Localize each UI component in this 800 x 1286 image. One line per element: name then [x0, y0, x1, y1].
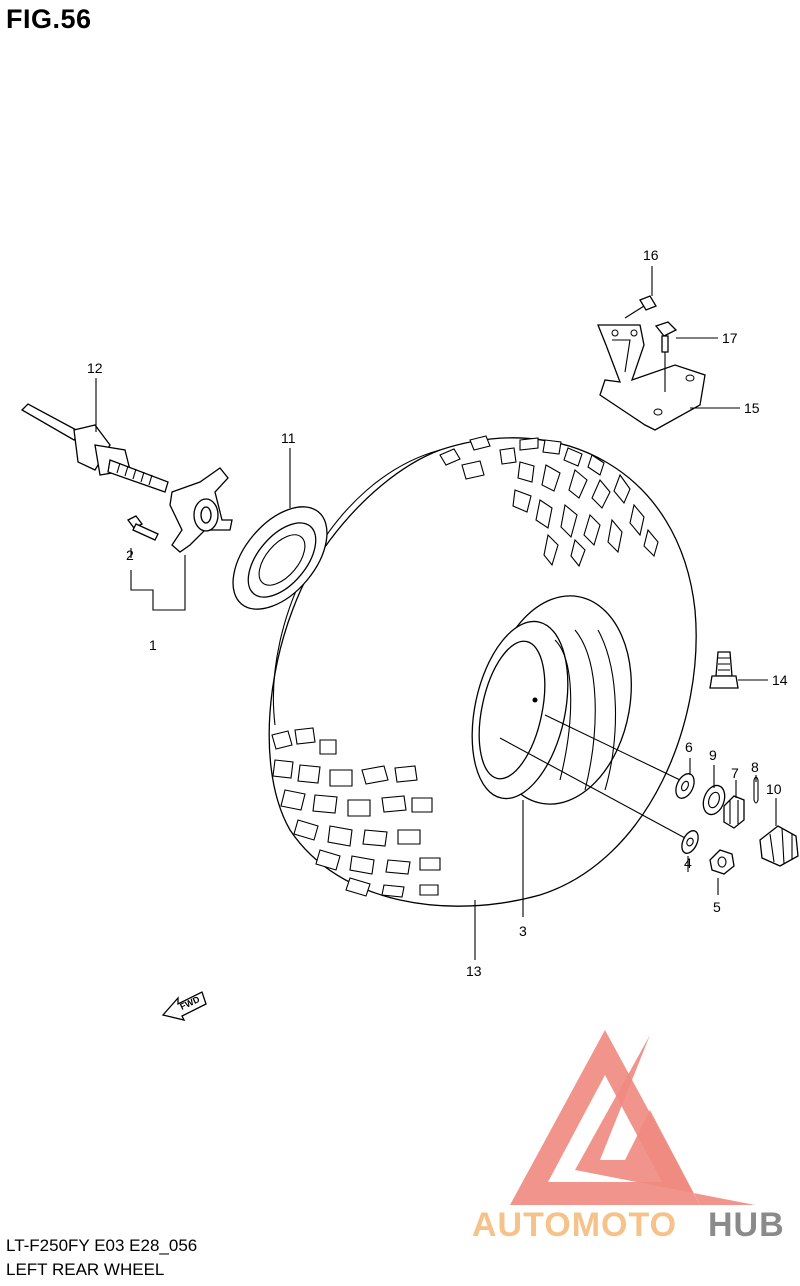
bracket-15 — [597, 324, 706, 431]
drive-shaft-12 — [20, 403, 169, 493]
axis-line-upper — [544, 714, 681, 781]
figure-title: FIG.56 — [6, 4, 92, 34]
logo-text-automoto: AUTOMOTO — [472, 1206, 677, 1244]
callout-16: 16 — [643, 247, 659, 263]
nut-9 — [702, 784, 726, 816]
bolt-17 — [654, 321, 678, 392]
callout-1: 1 — [149, 637, 157, 653]
tire-tread-upper — [439, 435, 659, 568]
bolt-16 — [624, 295, 657, 319]
tire-13 — [268, 435, 697, 907]
callout-2: 2 — [126, 547, 134, 563]
model-code: LT-F250FY E03 E28_056 — [6, 1236, 198, 1255]
callout-11: 11 — [281, 430, 296, 446]
callout-6: 6 — [685, 739, 693, 755]
callout-15: 15 — [744, 400, 760, 416]
callout-7: 7 — [731, 765, 739, 781]
tire-tread-lower — [271, 727, 441, 898]
bolt-2 — [127, 515, 159, 541]
plate-11 — [232, 506, 328, 610]
logo-triangle-inner — [575, 1035, 755, 1205]
logo-text-hub: HUB — [708, 1206, 785, 1244]
callout-12: 12 — [87, 360, 103, 376]
callout-3: 3 — [519, 923, 527, 939]
callout-14: 14 — [772, 672, 788, 688]
callout-numbers: 1 2 3 4 5 6 7 8 9 10 11 12 13 14 15 16 1… — [87, 247, 788, 979]
leader-lines — [95, 266, 777, 960]
wheel-rim-3 — [471, 595, 632, 805]
fwd-arrow: FWD — [161, 991, 207, 1021]
assembly-name: LEFT REAR WHEEL — [6, 1260, 165, 1279]
washer-6 — [675, 773, 695, 799]
nut-5 — [709, 849, 735, 875]
castle-nut-7 — [723, 795, 745, 829]
callout-4: 4 — [684, 855, 692, 871]
axis-line-lower — [499, 737, 686, 839]
callout-9: 9 — [709, 747, 717, 763]
washer-4 — [681, 830, 699, 854]
callout-17: 17 — [722, 330, 738, 346]
callout-10: 10 — [766, 781, 782, 797]
callout-8: 8 — [751, 759, 759, 775]
hub-cap-10 — [759, 825, 799, 867]
hub-1 — [169, 467, 233, 553]
stud-14 — [709, 651, 739, 689]
callout-13: 13 — [466, 963, 482, 979]
callout-5: 5 — [713, 899, 721, 915]
cotter-pin-8 — [753, 776, 759, 804]
watermark-logo: AUTOMOTO HUB — [472, 1030, 785, 1244]
